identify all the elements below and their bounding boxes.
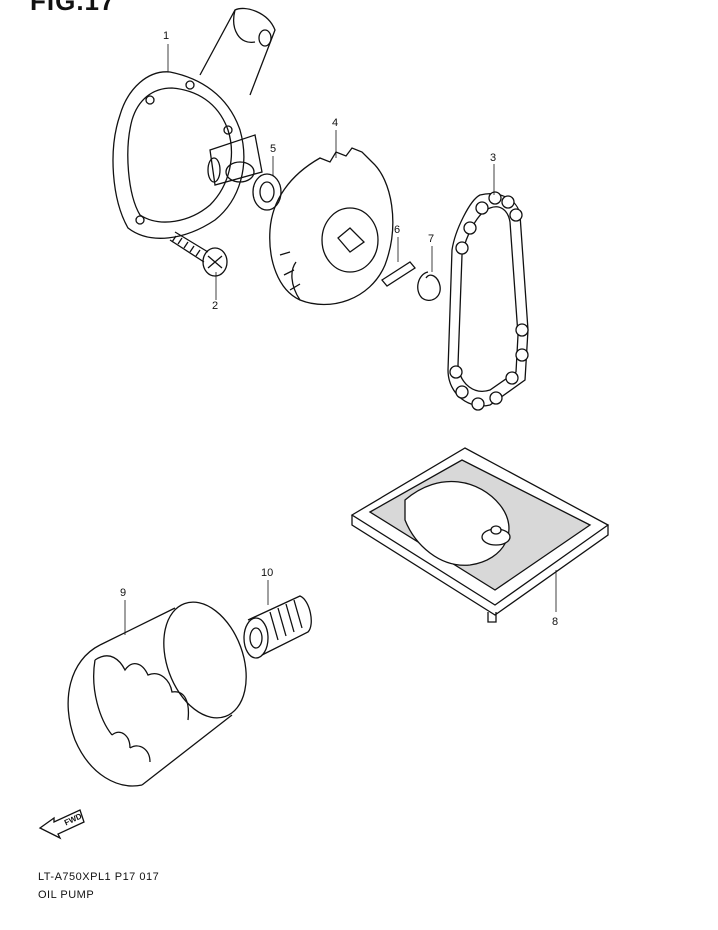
model-code: LT-A750XPL1 P17 017 <box>38 871 160 883</box>
figure-title: FIG.17 <box>30 0 116 16</box>
callout-8: 8 <box>552 616 559 628</box>
drive-chain-part <box>448 192 528 410</box>
leader-lines <box>125 44 556 635</box>
circlip-part <box>418 272 440 300</box>
pump-bolt-part <box>170 232 227 276</box>
callout-3: 3 <box>490 152 497 164</box>
callout-6: 6 <box>394 224 401 236</box>
callout-9: 9 <box>120 587 127 599</box>
washer-part <box>253 174 281 210</box>
fwd-arrow-icon <box>40 810 84 838</box>
callout-10: 10 <box>261 567 274 579</box>
oil-pump-body-part <box>113 8 275 238</box>
section-name: OIL PUMP <box>38 889 95 901</box>
callout-2: 2 <box>212 300 219 312</box>
oil-strainer-part <box>352 448 608 622</box>
callout-1: 1 <box>163 30 170 42</box>
callout-5: 5 <box>270 143 277 155</box>
pin-part <box>382 262 415 286</box>
callout-7: 7 <box>428 233 435 245</box>
driven-gear-part <box>270 148 393 305</box>
oil-filter-part <box>68 591 261 786</box>
callout-4: 4 <box>332 117 339 129</box>
union-bolt-part <box>244 596 311 658</box>
